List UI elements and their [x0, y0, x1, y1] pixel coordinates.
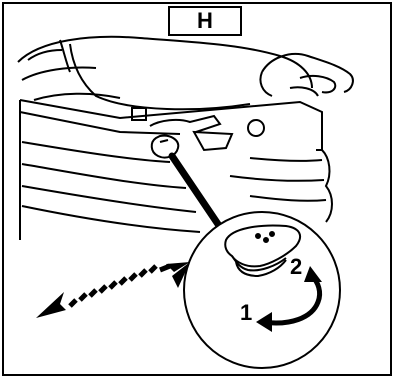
- hand-outline: [260, 54, 352, 96]
- step-2-label: 2: [290, 254, 302, 279]
- callout-pointer: [172, 156, 226, 236]
- arrowhead-down-left-icon: [36, 292, 66, 318]
- seat-cushion: [18, 37, 312, 109]
- fore-aft-arrow: [36, 262, 190, 318]
- panel-label: H: [168, 6, 242, 36]
- step-1-label: 1: [240, 300, 252, 325]
